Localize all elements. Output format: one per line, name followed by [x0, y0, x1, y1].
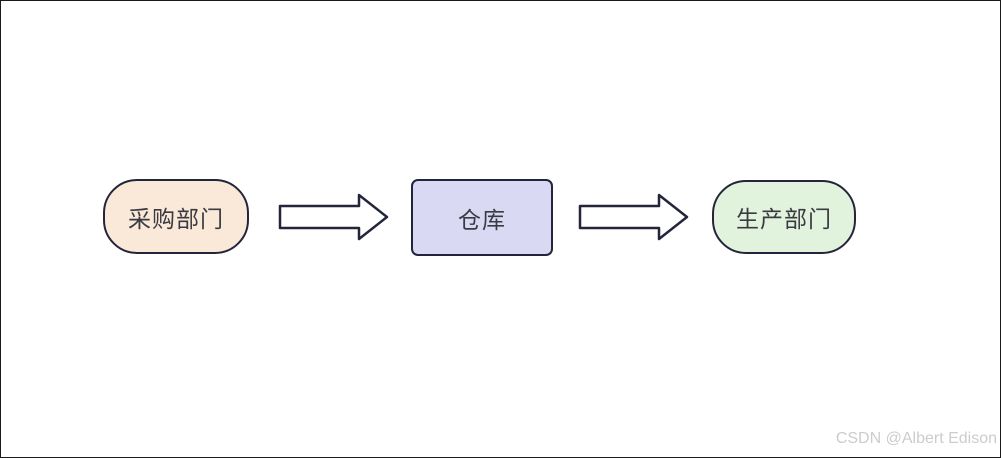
watermark: CSDN @Albert Edison	[835, 430, 997, 447]
block-arrow-right-icon	[578, 193, 689, 241]
node-warehouse: 仓库	[411, 179, 553, 256]
node-purchasing-dept: 采购部门	[103, 179, 249, 254]
node-label: 采购部门	[128, 205, 224, 232]
node-label: 生产部门	[736, 206, 832, 232]
node-production-dept: 生产部门	[712, 180, 856, 254]
block-arrow-right-icon	[278, 193, 389, 241]
node-label: 仓库	[458, 206, 506, 233]
